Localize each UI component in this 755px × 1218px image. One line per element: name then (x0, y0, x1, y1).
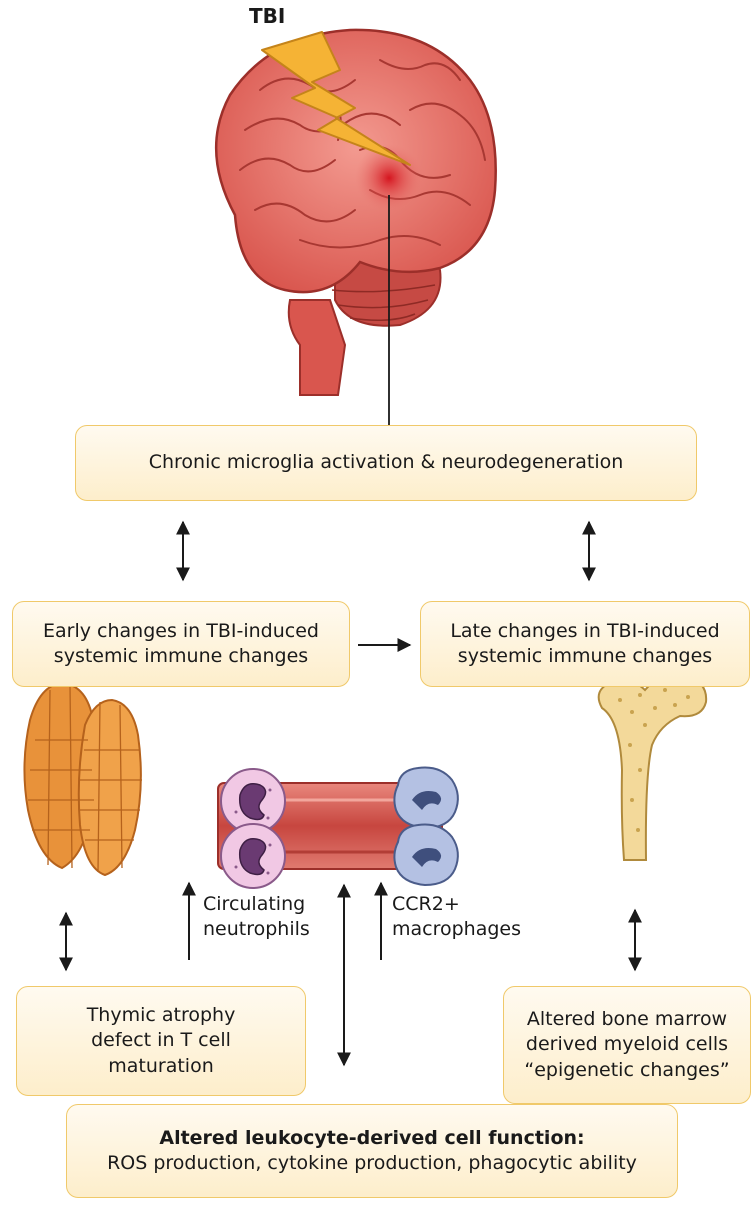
leukocyte-title: Altered leukocyte-derived cell function: (107, 1126, 637, 1151)
box-late-changes: Late changes in TBI-induced systemic imm… (420, 601, 750, 687)
brain-illustration (216, 30, 496, 395)
neutrophils-line1: Circulating (203, 892, 310, 917)
leukocyte-body: ROS production, cytokine production, pha… (107, 1152, 637, 1174)
late-line1: Late changes in TBI-induced (450, 619, 719, 644)
thymic-line3: maturation (87, 1054, 236, 1079)
thymic-line2: defect in T cell (87, 1028, 236, 1053)
tbi-label: TBI (249, 4, 285, 28)
microglia-text: Chronic microglia activation & neurodege… (149, 450, 624, 475)
bone-line2: derived myeloid cells (524, 1032, 729, 1057)
early-line2: systemic immune changes (43, 644, 319, 669)
macrophages-line1: CCR2+ (392, 892, 521, 917)
box-bone-marrow: Altered bone marrow derived myeloid cell… (503, 986, 751, 1104)
bone-illustration (599, 675, 706, 860)
late-line2: systemic immune changes (450, 644, 719, 669)
label-neutrophils: Circulating neutrophils (203, 892, 310, 941)
thymus-illustration (24, 683, 142, 875)
macrophages-line2: macrophages (392, 917, 521, 942)
thymic-line1: Thymic atrophy (87, 1003, 236, 1028)
neutrophils-line2: neutrophils (203, 917, 310, 942)
box-thymic-atrophy: Thymic atrophy defect in T cell maturati… (16, 986, 306, 1096)
early-line1: Early changes in TBI-induced (43, 619, 319, 644)
box-leukocyte-function: Altered leukocyte-derived cell function:… (66, 1104, 678, 1198)
bone-line3: “epigenetic changes” (524, 1058, 729, 1083)
box-microglia: Chronic microglia activation & neurodege… (75, 425, 697, 501)
box-early-changes: Early changes in TBI-induced systemic im… (12, 601, 350, 687)
label-macrophages: CCR2+ macrophages (392, 892, 521, 941)
bone-line1: Altered bone marrow (524, 1007, 729, 1032)
